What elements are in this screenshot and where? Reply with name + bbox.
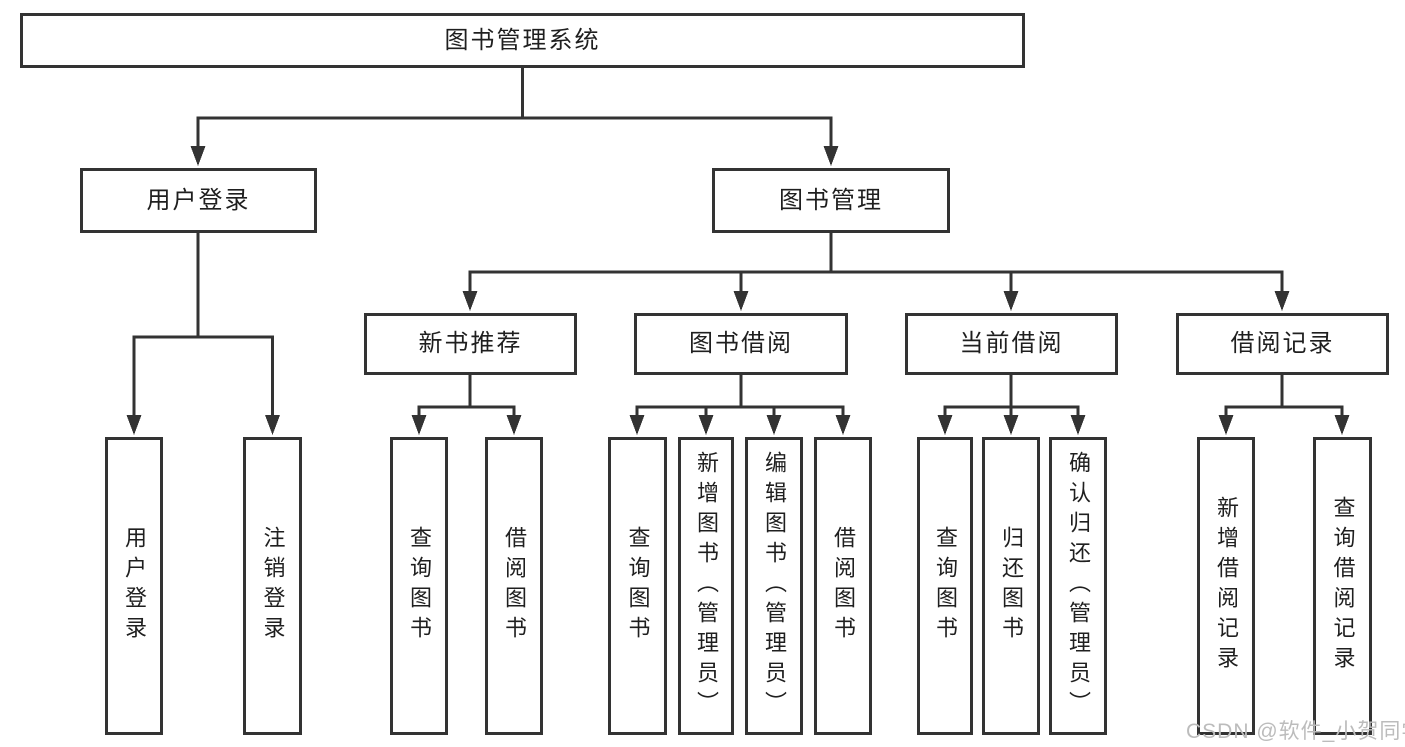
node-new-book-recommendation: 新书推荐 — [364, 313, 577, 375]
node-confirm-return-admin: 确认归还（管理员） — [1049, 437, 1107, 735]
tree-lines — [132, 68, 1344, 409]
node-add-book-admin: 新增图书（管理员） — [678, 437, 734, 735]
node-user-login: 用户登录 — [80, 168, 317, 233]
node-borrow-books-2: 借阅图书 — [814, 437, 872, 735]
node-query-books-1: 查询图书 — [390, 437, 448, 735]
node-user-login-leaf: 用户登录 — [105, 437, 163, 735]
node-book-borrowing: 图书借阅 — [634, 313, 848, 375]
node-library-management-system: 图书管理系统 — [20, 13, 1025, 68]
node-current-borrowing: 当前借阅 — [905, 313, 1118, 375]
node-return-book: 归还图书 — [982, 437, 1040, 735]
node-book-management: 图书管理 — [712, 168, 950, 233]
arrow-stems — [132, 118, 1344, 419]
node-borrow-books-1: 借阅图书 — [485, 437, 543, 735]
node-query-borrowing-record: 查询借阅记录 — [1313, 437, 1372, 735]
node-borrowing-records: 借阅记录 — [1176, 313, 1389, 375]
node-query-books-2: 查询图书 — [608, 437, 667, 735]
node-query-books-3: 查询图书 — [917, 437, 973, 735]
watermark-text: CSDN @软件_小贺同学 — [1186, 720, 1405, 743]
node-logout-leaf: 注销登录 — [243, 437, 302, 735]
node-add-borrowing-record: 新增借阅记录 — [1197, 437, 1255, 735]
node-edit-book-admin: 编辑图书（管理员） — [745, 437, 803, 735]
arrowhead-icons — [126, 146, 1350, 435]
